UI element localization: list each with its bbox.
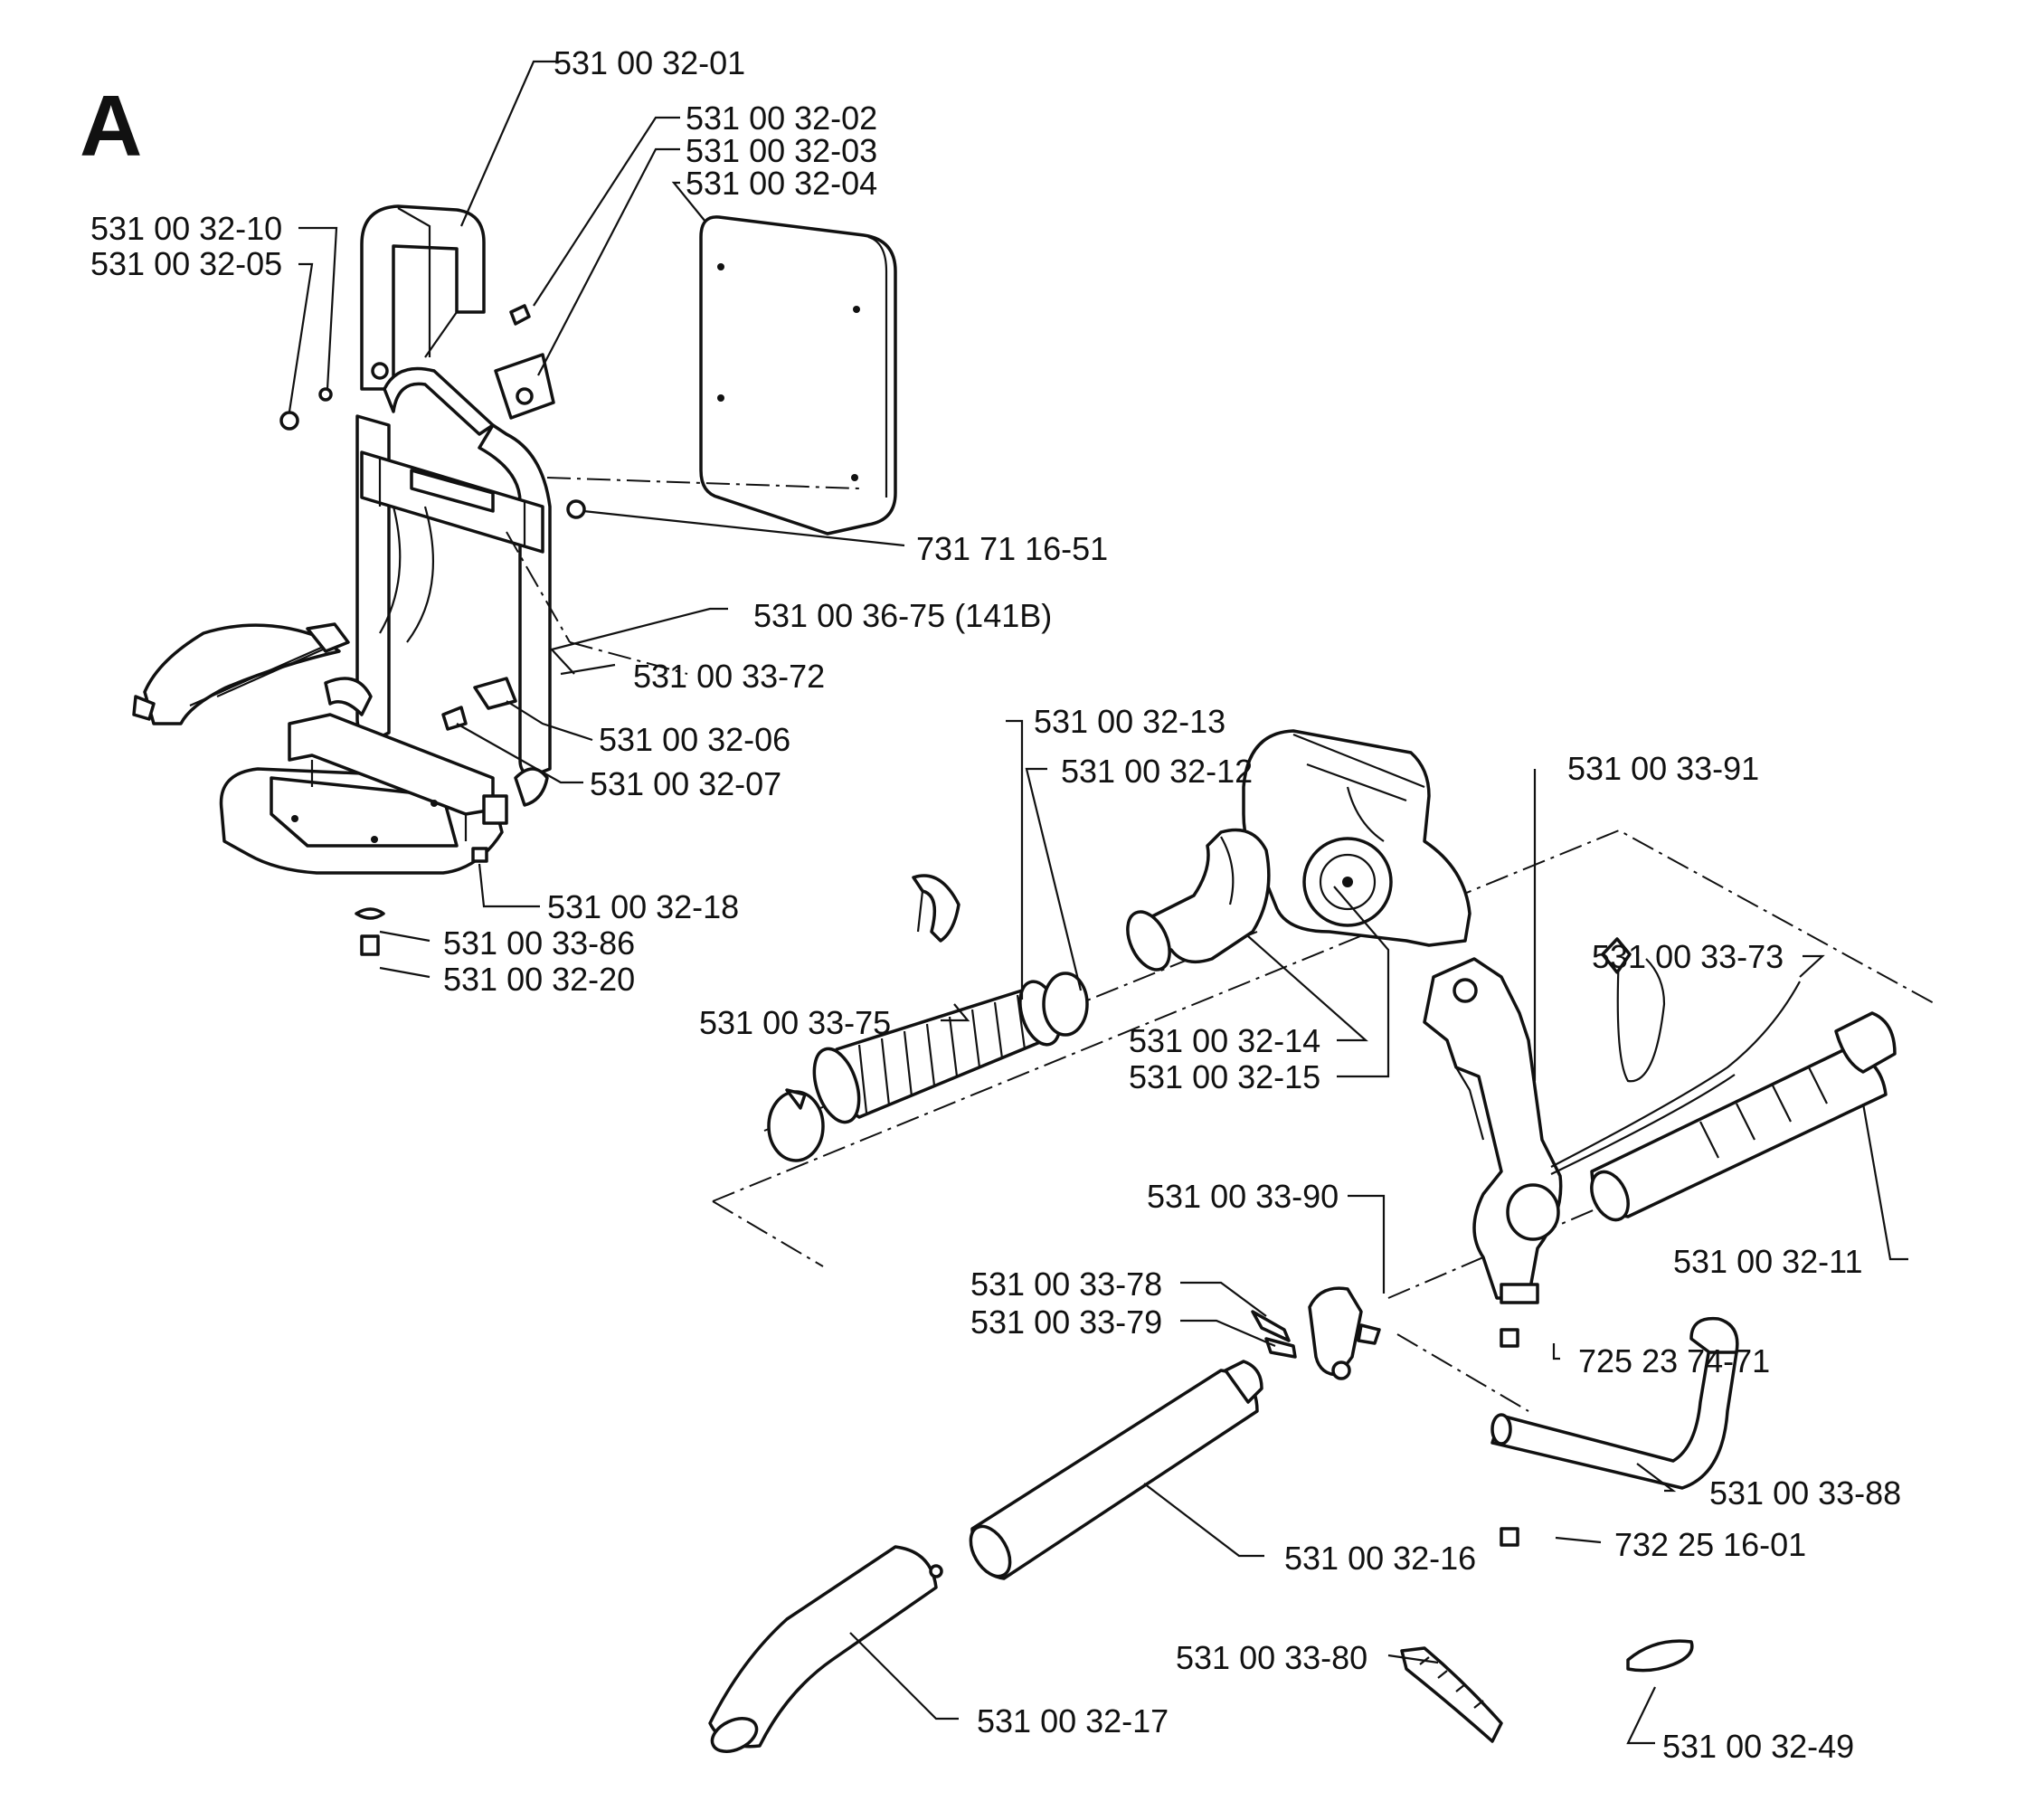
control-handle	[1423, 957, 1563, 1300]
spring-33-80	[1400, 1646, 1503, 1743]
label-531-00-33-75: 531 00 33-75	[699, 1004, 891, 1041]
label-725-23-74-71: 725 23 74-71	[1578, 1342, 1770, 1379]
extension-handle	[1490, 1346, 1738, 1490]
label-531-00-32-06: 531 00 32-06	[599, 721, 790, 758]
tube-32-16	[970, 1369, 1259, 1580]
label-531-00-32-17: 531 00 32-17	[977, 1702, 1169, 1739]
label-531-00-33-86: 531 00 33-86	[443, 924, 635, 962]
label-732-25-16-01: 732 25 16-01	[1614, 1526, 1806, 1563]
label-531-00-32-20: 531 00 32-20	[443, 961, 635, 998]
label-531-00-33-72: 531 00 33-72	[633, 658, 825, 695]
label-531-00-33-90: 531 00 33-90	[1147, 1178, 1339, 1215]
label-531-00-32-16: 531 00 32-16	[1284, 1540, 1476, 1577]
label-531-00-33-79: 531 00 33-79	[970, 1303, 1162, 1341]
label-531-00-33-88: 531 00 33-88	[1709, 1474, 1901, 1512]
label-531-00-32-14: 531 00 32-14	[1129, 1022, 1320, 1059]
backpack-frame	[132, 204, 897, 956]
label-531-00-36-75: 531 00 36-75 (141B)	[753, 597, 1052, 634]
tube-32-17	[708, 1545, 938, 1749]
tube-32-11	[1590, 1047, 1888, 1218]
section-letter: A	[80, 78, 142, 175]
label-531-00-32-02: 531 00 32-02	[686, 100, 877, 137]
label-531-00-33-78: 531 00 33-78	[970, 1265, 1162, 1303]
label-531-00-32-49: 531 00 32-49	[1662, 1728, 1854, 1765]
label-731-71-16-51: 731 71 16-51	[916, 530, 1108, 567]
label-531-00-32-11: 531 00 32-11	[1673, 1243, 1863, 1280]
label-531-00-33-73: 531 00 33-73	[1592, 938, 1784, 975]
label-531-00-32-15: 531 00 32-15	[1129, 1058, 1320, 1095]
back-pad	[699, 215, 897, 536]
label-531-00-33-80: 531 00 33-80	[1176, 1639, 1367, 1676]
blower-assembly	[506, 477, 1936, 1753]
leader-lines	[288, 60, 1908, 1745]
label-531-00-33-91: 531 00 33-91	[1567, 750, 1759, 787]
label-531-00-32-12: 531 00 32-12	[1061, 753, 1253, 790]
label-531-00-32-10: 531 00 32-10	[90, 210, 282, 247]
label-531-00-32-03: 531 00 32-03	[686, 132, 877, 169]
part-labels: 531 00 32-01 531 00 32-02 531 00 32-03 5…	[90, 44, 1901, 1765]
label-531-00-32-01: 531 00 32-01	[554, 44, 745, 81]
shoulder-harness-top	[360, 204, 486, 391]
clip-32-49	[1626, 1639, 1694, 1673]
label-531-00-32-04: 531 00 32-04	[686, 165, 877, 202]
label-531-00-32-07: 531 00 32-07	[590, 765, 781, 802]
label-531-00-32-18: 531 00 32-18	[547, 888, 739, 925]
label-531-00-32-05: 531 00 32-05	[90, 245, 282, 282]
bracket-32-03	[494, 353, 555, 420]
label-531-00-32-13: 531 00 32-13	[1034, 703, 1225, 740]
